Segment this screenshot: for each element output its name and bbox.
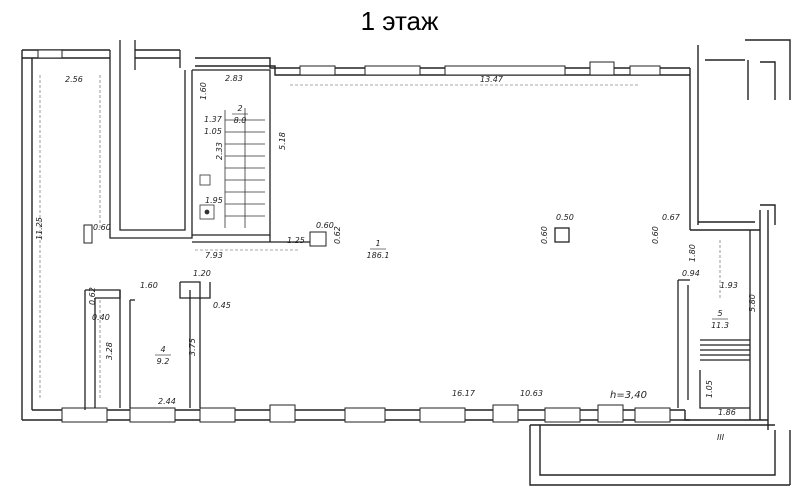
room-2-number: 2 [237,104,242,113]
dim-label: 10.63 [520,389,543,398]
dim-label: 1.80 [688,244,697,262]
room-5-number: 5 [717,309,722,318]
staircase [199,108,265,228]
dim-label: 2.44 [158,397,176,406]
dim-label: 0.62 [88,287,97,305]
dim-label: 0.60 [540,226,549,244]
dim-label: 5.18 [278,132,287,150]
windows [37,49,671,423]
interior-walls [84,40,751,420]
height-label: h=3,40 [610,390,647,401]
dim-label: 7.93 [205,251,223,260]
room-4-area: 9.2 [157,357,170,366]
room-1-area: 186.1 [367,251,390,260]
dimension-labels: 2.56 2.83 13.47 11.25 7.93 1.25 0.60 0.6… [35,74,757,442]
dim-label: 1.25 [287,236,305,245]
dim-label: 0.60 [316,221,334,230]
dim-label: 3.75 [188,338,197,356]
dim-label: 0.40 [92,313,110,322]
dim-label: 2.56 [65,75,83,84]
dim-label: 1.60 [140,281,158,290]
dim-label: 1.93 [720,281,738,290]
dim-label: 1.20 [193,269,211,278]
room-labels: 1 186.1 2 8.0 4 9.2 5 11.3 [155,104,729,366]
dim-label: 1.37 [204,115,223,124]
room-2-area: 8.0 [234,116,247,125]
dim-label: 3.28 [105,342,114,360]
dim-label: 0.60 [651,226,660,244]
dim-label: 1.86 [718,408,736,417]
column [554,227,570,243]
room-4-number: 4 [160,345,165,354]
dim-label: 1.60 [199,82,208,100]
dim-label: 0.50 [556,213,574,222]
dim-label: 0.94 [682,269,700,278]
dim-label: 2.33 [215,142,224,160]
dim-label: 0.62 [333,226,342,244]
room-5-area: 11.3 [711,321,729,330]
dim-label: 1.05 [705,380,714,398]
dim-label: 13.47 [480,75,504,84]
page-title: 1 этаж [360,6,439,36]
dimension-lines [39,75,721,400]
dim-label: 2.83 [225,74,243,83]
room-1-number: 1 [375,239,380,248]
dim-label: 0.67 [662,213,681,222]
dim-label: 1.05 [204,127,222,136]
section-mark: III [717,433,725,442]
dim-label: 0.45 [213,301,231,310]
dim-label: 1.95 [205,196,223,205]
dim-label: 0.60 [93,223,111,232]
dim-label: 11.25 [35,217,44,240]
dim-label: 5.80 [748,294,757,312]
dim-label: 16.17 [452,389,476,398]
